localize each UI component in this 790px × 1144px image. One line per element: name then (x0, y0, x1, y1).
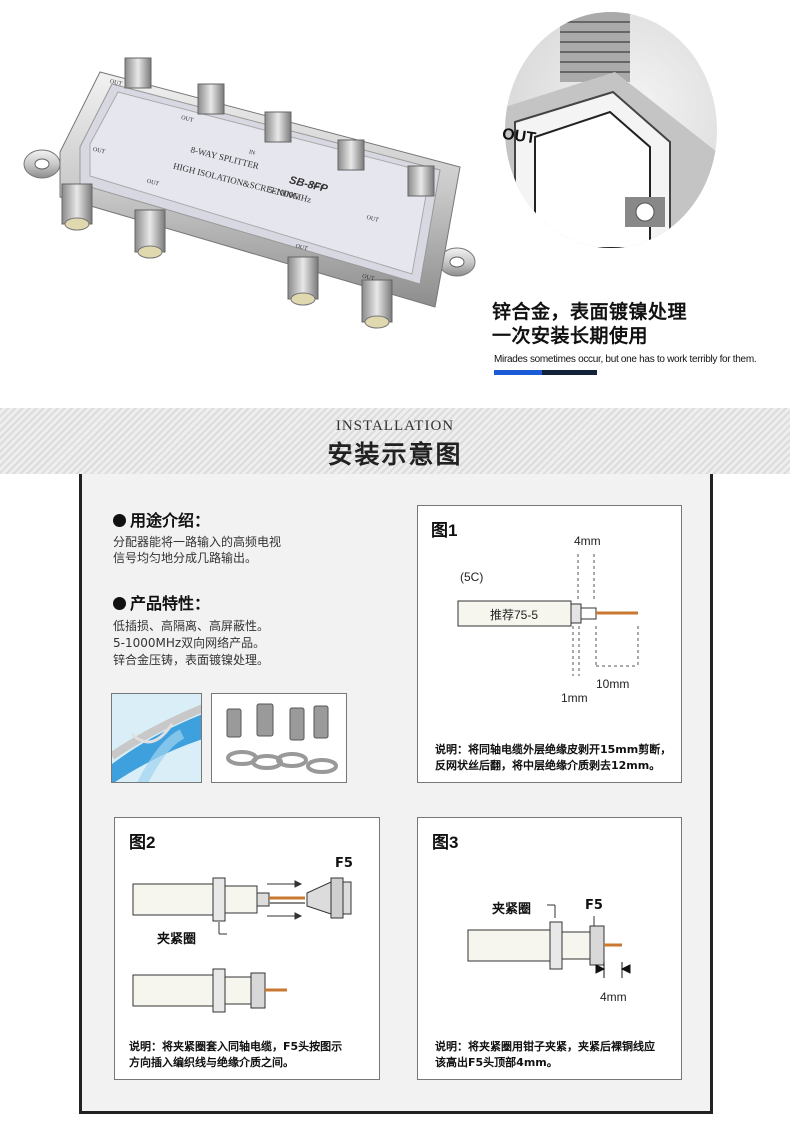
fig3-clamp-label: 夹紧圈 (492, 902, 532, 917)
port-label: OUT (361, 274, 375, 283)
tagline-primary: 锌合金，表面镀镍处理 (492, 301, 688, 323)
fig3-f5-label: F5 (585, 898, 603, 913)
fig2-diagram (132, 877, 352, 1013)
port-label: OUT (295, 244, 309, 253)
bullet-icon (113, 597, 126, 610)
product-hero: 8-WAY SPLITTER SB-8FP 5-1000MHz HIGH ISO… (0, 0, 790, 408)
section-header: INSTALLATION 安装示意图 (0, 408, 790, 474)
cable-photo (111, 693, 202, 783)
section-header-en: INSTALLATION (335, 418, 455, 434)
features-line: 锌合金压铸，表面镀镍处理。 (113, 653, 270, 667)
section-header-zh: 安装示意图 (327, 440, 463, 469)
tagline-english: Mirades sometimes occur, but one has to … (494, 354, 757, 365)
figure-2-panel: 图2 F5 夹紧圈 说明：将夹紧圈套入同 (114, 817, 380, 1080)
port-label: OUT (109, 79, 123, 88)
tagline-secondary: 一次安装长期使用 (492, 325, 649, 347)
features-line: 低插损、高隔离、高屏蔽性。 (113, 619, 270, 633)
fig2-f5-label: F5 (335, 856, 353, 871)
bullet-icon (113, 514, 126, 527)
fig2-clamp-label: 夹紧圈 (157, 932, 197, 947)
fig3-diagram (467, 904, 631, 978)
figure-3-label: 图3 (432, 833, 459, 852)
usage-line: 分配器能将一路输入的高频电视 (113, 535, 282, 549)
features-line: 5-1000MHz双向网络产品。 (113, 636, 266, 650)
port-label: OUT (366, 215, 380, 224)
figure-3-panel: 图3 夹紧圈 F5 4mm 说明：将夹紧圈用钳子夹紧，夹紧后裸铜线应 该高出F5… (417, 817, 682, 1080)
usage-line: 信号均匀地分成几路输出。 (113, 551, 258, 565)
accent-bar-dark (542, 370, 597, 375)
installation-frame: 用途介绍： 分配器能将一路输入的高频电视 信号均匀地分成几路输出。 产品特性： … (79, 474, 713, 1114)
connector-parts-photo (211, 693, 347, 783)
figure-1-panel: 图1 4mm (5C) 推荐75-5 10mm 1mm 说明：将同轴电缆外层绝缘… (417, 505, 682, 783)
port-label: OUT (146, 179, 160, 188)
fig1-cable-type: (5C) (460, 570, 484, 584)
figure-2-label: 图2 (129, 833, 156, 852)
usage-title: 用途介绍： (113, 507, 210, 531)
connector-zoom-image (505, 12, 717, 248)
fig1-cable-text: 推荐75-5 (490, 608, 539, 622)
fig1-dim-bottom: 1mm (561, 691, 588, 705)
features-title: 产品特性： (113, 590, 210, 614)
fig1-cable-diagram (457, 554, 639, 676)
fig3-note: 说明：将夹紧圈用钳子夹紧，夹紧后裸铜线应 该高出F5头顶部4mm。 (435, 1040, 655, 1069)
figure-1-label: 图1 (431, 521, 458, 540)
splitter-product-image: 8-WAY SPLITTER SB-8FP 5-1000MHz HIGH ISO… (23, 57, 476, 329)
fig3-dim-label: 4mm (600, 990, 627, 1004)
accent-bar (494, 370, 597, 375)
port-label: OUT (310, 182, 324, 191)
port-label: IN (248, 150, 256, 158)
fig2-note: 说明：将夹紧圈套入同轴电缆，F5头按图示 方向插入编织线与绝缘介质之间。 (129, 1040, 343, 1069)
port-label: OUT (92, 147, 106, 156)
accent-bar-blue (494, 370, 542, 375)
port-label: OUT (180, 115, 194, 124)
fig1-dim-right: 10mm (596, 677, 630, 691)
fig1-dim-top: 4mm (574, 534, 601, 548)
fig1-note: 说明：将同轴电缆外层绝缘皮剥开15mm剪断， 反网状丝后翻，将中层绝缘介质剥去1… (435, 743, 672, 772)
